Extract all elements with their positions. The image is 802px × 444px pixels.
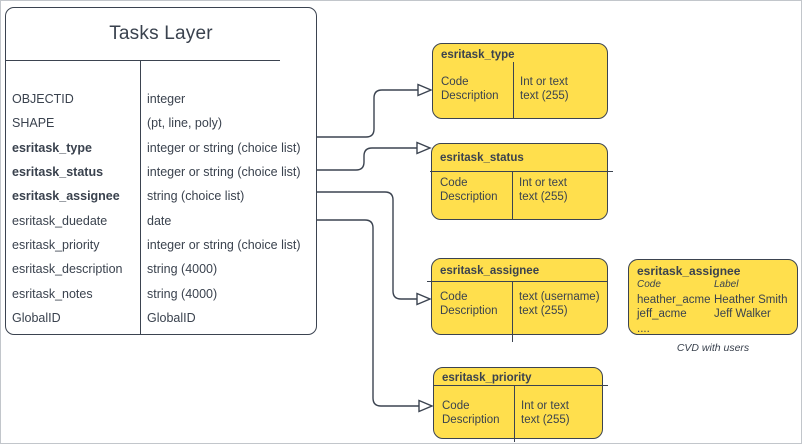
domain-title-divider xyxy=(430,170,613,172)
field-list: OBJECTID integer SHAPE (pt, line, poly) … xyxy=(6,87,316,330)
field-name: esritask_priority xyxy=(12,237,100,252)
cvd-title: esritask_assignee xyxy=(637,264,741,278)
field-row-esritask-priority: esritask_priority integer or string (cho… xyxy=(6,233,316,257)
cvd-header-code: Code xyxy=(637,279,661,290)
domain-column-divider xyxy=(513,62,515,118)
cvd-ellipsis-row: .... xyxy=(637,322,795,337)
domain-column-divider xyxy=(514,385,516,442)
domain-column-divider xyxy=(512,281,514,342)
field-row-esritask-type: esritask_type integer or string (choice … xyxy=(6,136,316,160)
open-arrowhead-icon xyxy=(418,399,434,413)
domain-value: Int or text xyxy=(520,76,568,88)
field-name: esritask_duedate xyxy=(12,213,108,228)
domain-box-esritask-status: esritask_status Code Description Int or … xyxy=(430,143,613,220)
domain-box-esritask-type: esritask_type Code Description Int or te… xyxy=(432,43,608,119)
cvd-users-box: esritask_assignee Code Label heather_acm… xyxy=(628,259,798,335)
cvd-table: Code Label heather_acme Heather Smith je… xyxy=(637,278,795,336)
domain-title-divider xyxy=(427,280,608,282)
field-name: esritask_description xyxy=(12,262,123,277)
cvd-ellipsis: .... xyxy=(637,322,650,335)
field-name: SHAPE xyxy=(12,116,55,131)
title-divider xyxy=(6,60,280,62)
cvd-header-label: Label xyxy=(714,279,739,290)
domain-col-keys: Code Description xyxy=(442,399,500,427)
field-type: integer or string (choice list) xyxy=(147,165,301,180)
domain-key: Code xyxy=(442,400,470,412)
domain-value: Int or text xyxy=(519,177,567,189)
domain-title-divider xyxy=(433,384,608,386)
connector-esritask-status xyxy=(317,147,417,171)
field-name: esritask_status xyxy=(12,165,104,180)
domain-value: text (255) xyxy=(520,90,569,102)
domain-column-divider xyxy=(512,171,514,219)
cvd-user-row: jeff_acme Jeff Walker xyxy=(637,307,795,322)
field-name: esritask_assignee xyxy=(12,189,120,204)
cvd-user-row: heather_acme Heather Smith xyxy=(637,293,795,308)
field-row-objectid: OBJECTID integer xyxy=(6,87,316,111)
field-row-esritask-notes: esritask_notes string (4000) xyxy=(6,281,316,305)
domain-col-keys: Code Description xyxy=(440,290,498,318)
domain-title: esritask_type xyxy=(441,49,515,61)
field-name: esritask_type xyxy=(12,140,92,155)
domain-key: Code xyxy=(440,291,468,303)
field-type: GlobalID xyxy=(147,310,196,325)
field-row-esritask-description: esritask_description string (4000) xyxy=(6,257,316,281)
field-type: integer xyxy=(147,92,186,107)
domain-col-values: text (username) text (255) xyxy=(519,290,600,318)
domain-value: text (username) xyxy=(519,291,600,303)
domain-title: esritask_status xyxy=(440,152,524,164)
column-divider xyxy=(140,60,142,334)
field-row-shape: SHAPE (pt, line, poly) xyxy=(6,111,316,135)
open-arrowhead-icon xyxy=(416,141,432,155)
field-row-esritask-duedate: esritask_duedate date xyxy=(6,208,316,232)
cvd-user-label: Heather Smith xyxy=(714,293,788,306)
domain-value: text (255) xyxy=(521,414,570,426)
field-name: GlobalID xyxy=(12,310,61,325)
tasks-layer-entity: Tasks Layer OBJECTID integer SHAPE (pt, … xyxy=(5,7,317,335)
field-name: esritask_notes xyxy=(12,286,93,301)
field-type: string (4000) xyxy=(147,262,218,277)
domain-value: Int or text xyxy=(521,400,569,412)
field-type: integer or string (choice list) xyxy=(147,140,301,155)
cvd-caption: CVD with users xyxy=(676,342,750,354)
domain-value: text (255) xyxy=(519,305,568,317)
domain-key: Description xyxy=(442,414,500,426)
domain-key: Code xyxy=(440,177,468,189)
domain-title: esritask_priority xyxy=(442,372,532,384)
tasks-layer-title: Tasks Layer xyxy=(109,23,213,44)
field-row-esritask-assignee: esritask_assignee string (choice list) xyxy=(6,184,316,208)
cvd-user-code: jeff_acme xyxy=(637,308,687,320)
field-type: string (choice list) xyxy=(147,189,245,204)
domain-key: Description xyxy=(441,90,499,102)
cvd-header-row: Code Label xyxy=(637,278,795,293)
domain-col-keys: Code Description xyxy=(441,75,499,103)
domain-value: text (255) xyxy=(519,191,568,203)
domain-box-esritask-assignee: esritask_assignee Code Description text … xyxy=(427,258,608,342)
open-arrowhead-icon xyxy=(416,292,432,306)
field-type: (pt, line, poly) xyxy=(147,116,223,131)
domain-col-values: Int or text text (255) xyxy=(520,75,569,103)
domain-box-esritask-priority: esritask_priority Code Description Int o… xyxy=(433,367,608,442)
field-row-globalid: GlobalID GlobalID xyxy=(6,306,316,330)
connector-esritask-type xyxy=(317,89,418,138)
connector-esritask-priority xyxy=(317,219,419,407)
field-type: date xyxy=(147,213,172,228)
cvd-user-label: Jeff Walker xyxy=(714,308,771,320)
open-arrowhead-icon xyxy=(417,83,433,97)
field-type: string (4000) xyxy=(147,286,218,301)
domain-col-values: Int or text text (255) xyxy=(519,176,568,204)
field-row-esritask-status: esritask_status integer or string (choic… xyxy=(6,160,316,184)
domain-col-keys: Code Description xyxy=(440,176,498,204)
field-name: OBJECTID xyxy=(12,92,74,107)
domain-key: Description xyxy=(440,305,498,317)
cvd-user-code: heather_acme xyxy=(637,293,711,306)
domain-key: Description xyxy=(440,191,498,203)
connector-esritask-assignee xyxy=(317,191,417,300)
domain-title: esritask_assignee xyxy=(440,265,540,277)
domain-col-values: Int or text text (255) xyxy=(521,399,570,427)
domain-key: Code xyxy=(441,76,469,88)
field-type: integer or string (choice list) xyxy=(147,237,301,252)
